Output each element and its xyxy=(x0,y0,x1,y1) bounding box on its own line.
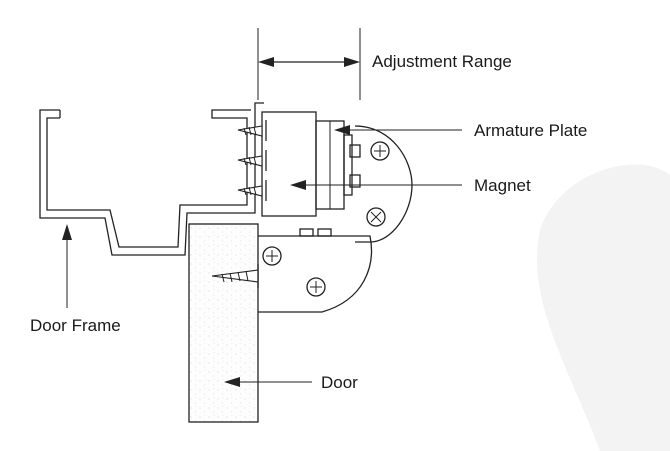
magnet-screw-1 xyxy=(237,120,267,141)
lower-bracket xyxy=(258,228,373,313)
watermark-shape xyxy=(537,164,670,451)
door-screw xyxy=(211,264,259,288)
door-frame-label: Door Frame xyxy=(30,316,121,335)
door xyxy=(188,223,259,423)
magnet-label: Magnet xyxy=(474,176,531,195)
upper-bracket xyxy=(354,125,413,243)
door-frame-leader xyxy=(62,224,72,308)
magnet-screws xyxy=(237,120,267,201)
armature-plate-label: Armature Plate xyxy=(474,121,587,140)
magnet-screw-3 xyxy=(237,180,267,201)
door-label: Door xyxy=(321,373,358,392)
armature-plate-leader xyxy=(334,125,462,135)
magnet-leader xyxy=(290,180,462,190)
adjustment-range-dimension xyxy=(257,28,361,100)
screw-head-icon xyxy=(370,141,390,161)
screw-head-icon xyxy=(262,246,282,266)
magnet-screw-2 xyxy=(237,150,267,171)
screw-head-icon xyxy=(306,277,326,297)
adjustment-range-label: Adjustment Range xyxy=(372,52,512,71)
screw-head-icon xyxy=(366,207,386,227)
door-leader xyxy=(224,377,312,387)
